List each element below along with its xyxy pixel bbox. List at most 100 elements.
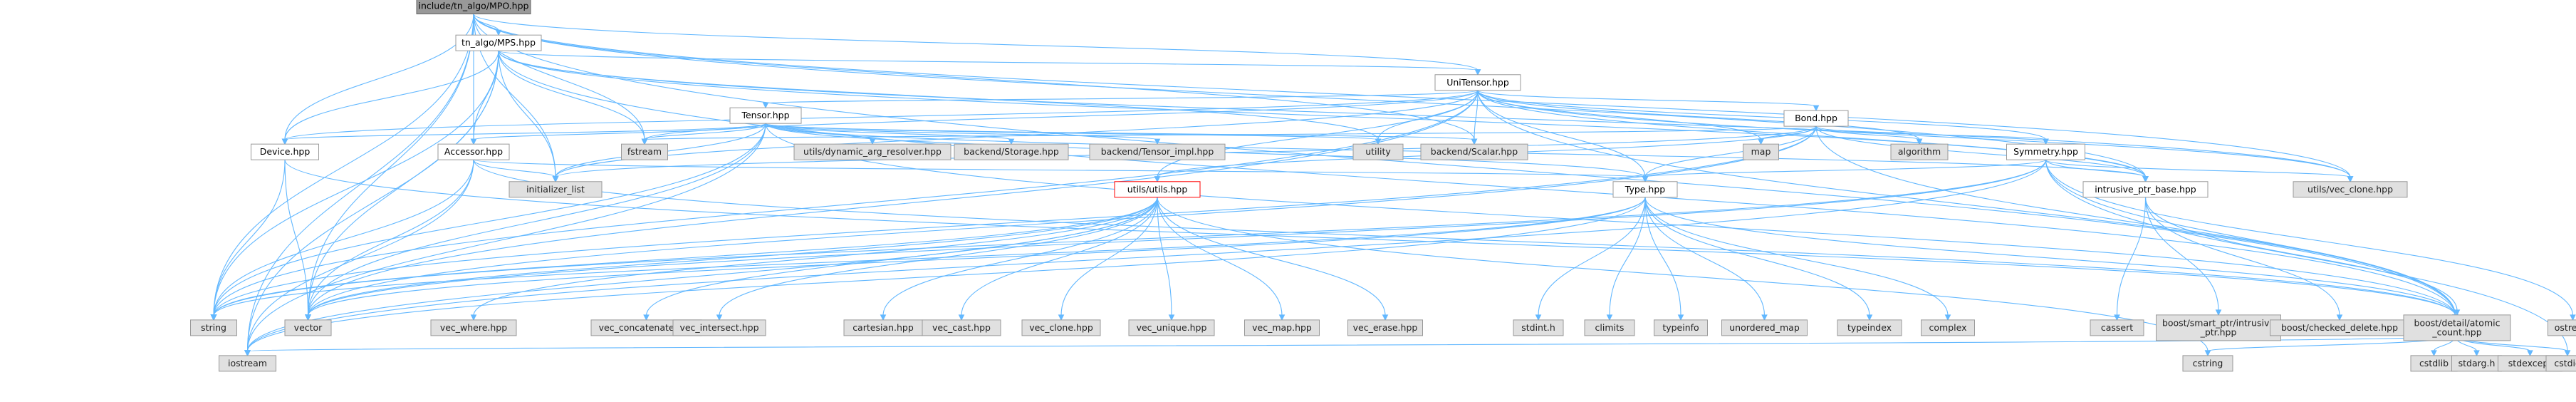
edge-utils-to-vecunique [1157,197,1175,321]
edge-symmetry-to-ostream [2045,160,2576,321]
node-map: map [1743,143,1779,160]
edge-intrusive-to-checked [2144,197,2343,321]
edge-bond-to-fstream [641,125,1817,145]
edge-cytnx-to-iostream [244,335,2456,356]
node-cstring: cstring [2182,355,2233,372]
node-box [251,143,319,160]
node-checked: boost/checked_delete.hpp [2270,319,2409,336]
node-label: backend/Storage.hpp [964,146,1059,157]
node-box [1584,319,1635,336]
node-fstream: fstream [621,143,668,160]
node-mps[interactable]: tn_algo/MPS.hpp [455,34,542,51]
node-stdint: stdint.h [1513,319,1564,336]
node-label: Symmetry.hpp [2013,146,2078,157]
node-symmetry[interactable]: Symmetry.hpp [2006,143,2085,160]
node-cassert: cassert [2090,319,2144,336]
edge-utils-to-vecerase [1157,197,1389,321]
node-label: include/tn_algo/MPO.hpp [419,1,529,11]
node-veccast: vec_cast.hpp [922,319,1001,336]
node-bond[interactable]: Bond.hpp [1783,110,1849,127]
node-label: vec_unique.hpp [1137,322,1207,333]
node-label: stdarg.h [2458,358,2496,368]
node-atomic: boost/detail/atomic_count.hpp [2403,314,2511,341]
edge-intrusive-to-cassert [2114,197,2147,321]
node-accessor[interactable]: Accessor.hpp [437,143,510,160]
node-box [1890,143,1949,160]
node-label: cstdlib [2419,358,2449,368]
edge-type-to-stdint [1535,197,1646,321]
node-box [219,355,276,372]
node-stdarg: stdarg.h [2451,355,2502,372]
node-label: initializer_list [526,184,585,195]
node-label: cstdio [2554,358,2576,368]
edge-unitensor-to-map [1477,90,1764,145]
edge-tensor-to-device [281,123,766,145]
edge-symmetry-to-vecclonetop [2045,159,2354,182]
node-label: boost/detail/atomic [2414,317,2501,328]
node-vecclonetop: utils/vec_clone.hpp [2293,181,2408,198]
node-label: vec_intersect.hpp [679,322,758,333]
node-label: backend/Tensor_impl.hpp [1101,146,1214,157]
node-type[interactable]: Type.hpp [1612,181,1678,198]
node-label: cassert [2101,322,2133,333]
node-scalar: backend/Scalar.hpp [1420,143,1528,160]
node-device[interactable]: Device.hpp [251,143,319,160]
node-dynamic: utils/dynamic_arg_resolver.hpp [793,143,951,160]
node-box [1128,319,1215,336]
edge-mps-to-fstream [498,51,648,145]
edge-device-to-vector [284,160,311,321]
edge-mps-to-unitensor [498,50,1481,76]
node-label: Tensor.hpp [741,110,789,120]
node-box [1114,181,1201,198]
node-cartesian: cartesian.hpp [843,319,923,336]
edge-accessor-to-type [473,159,1649,182]
node-label: boost/checked_delete.hpp [2281,322,2398,333]
node-box [2403,314,2511,341]
node-vecwhere: vec_where.hpp [430,319,517,336]
edge-utils-to-vecwhere [470,197,1158,321]
node-label: Bond.hpp [1795,113,1837,123]
node-typeinfo: typeinfo [1654,319,1708,336]
node-box [2156,314,2281,341]
node-climits: climits [1584,319,1635,336]
node-iostream: iostream [219,355,276,372]
node-label: iostream [228,358,267,368]
edge-utils-to-cartesian [880,197,1158,321]
node-utils[interactable]: utils/utils.hpp [1114,181,1201,198]
node-label: stdexcept [2508,358,2552,368]
node-box [1654,319,1708,336]
edge-accessor-to-string [210,160,474,321]
edge-type-to-climits [1606,197,1646,321]
node-label: utils/vec_clone.hpp [2308,184,2393,195]
edge-tensor-to-tensorimpl [765,123,1161,145]
node-label: _ptr.hpp [2200,326,2237,337]
node-mpo[interactable]: include/tn_algo/MPO.hpp [416,0,531,15]
edge-intrusive-to-atomic [2144,197,2461,316]
node-box [1783,110,1849,127]
node-cstdio: cstdio [2545,355,2576,372]
node-unitensor[interactable]: UniTensor.hpp [1434,74,1521,91]
node-label: vec_erase.hpp [1353,322,1418,333]
edge-type-to-complex [1644,197,1951,321]
edge-tensor-to-scalar [765,123,1478,145]
node-label: climits [1595,322,1625,333]
node-tensor[interactable]: Tensor.hpp [729,107,802,124]
node-box [1721,319,1808,336]
node-intrusive[interactable]: intrusive_ptr_base.hpp [2082,181,2209,198]
node-box [2090,319,2144,336]
node-label: cartesian.hpp [852,322,914,333]
node-vector: vector [284,319,332,336]
edge-intrusive-to-smartptr [2144,197,2222,316]
node-label: utils/utils.hpp [1127,184,1188,195]
edge-bond-to-symmetry [1815,125,2049,145]
node-vecerase: vec_erase.hpp [1347,319,1423,336]
node-box [922,319,1001,336]
edge-tensor-to-dynamic [765,123,876,145]
node-label: string [201,322,226,333]
node-label: complex [1929,322,1967,333]
edge-unitensor-to-bond [1477,90,1820,112]
node-label: backend/Scalar.hpp [1431,146,1518,157]
node-label: intrusive_ptr_base.hpp [2095,184,2196,195]
node-box [1244,319,1320,336]
node-box [954,143,1069,160]
